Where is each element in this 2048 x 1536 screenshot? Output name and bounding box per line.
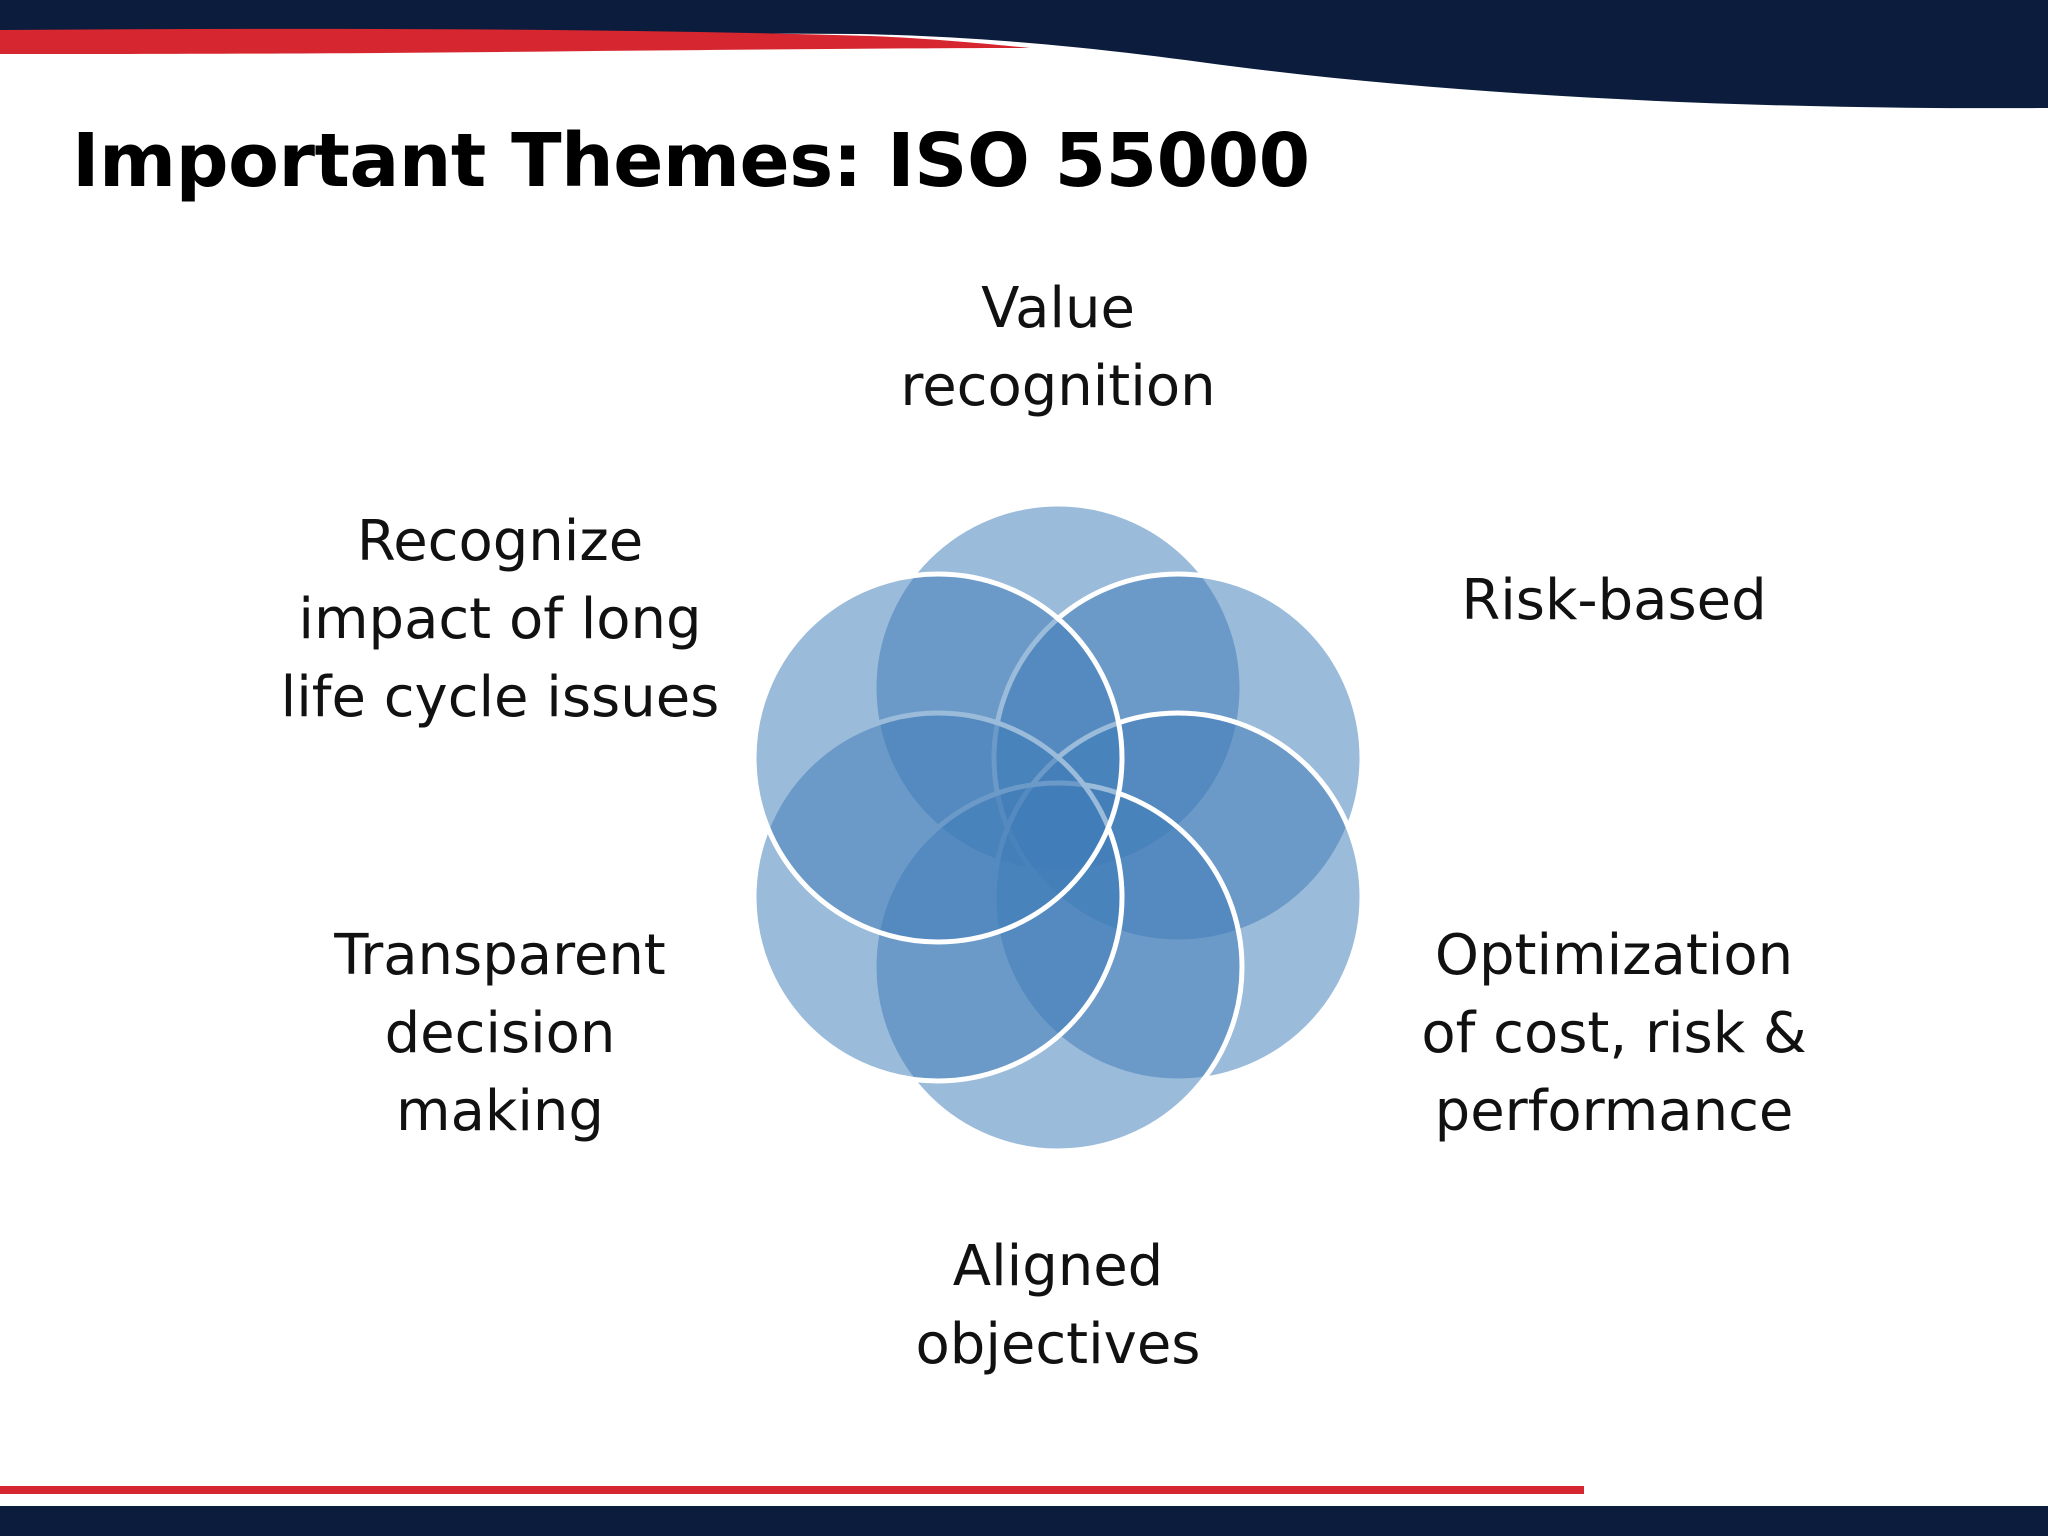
slide-title: Important Themes: ISO 55000 [72,118,1310,204]
theme-label-risk-based: Risk-based [1461,568,1767,633]
theme-label-transparent-decision-making: Transparent decision making [334,923,666,1144]
venn-circle-upper-left [751,571,1125,945]
theme-label-optimization: Optimization of cost, risk & performance [1421,923,1807,1144]
header-decoration [0,0,2048,109]
footer-navy-band [0,1506,2048,1536]
header-red-stripe [0,28,1030,54]
theme-label-life-cycle-issues: Recognize impact of long life cycle issu… [280,509,720,730]
theme-label-value-recognition: Value recognition [900,276,1216,419]
footer-red-stripe [0,1486,1584,1494]
header-navy-band [0,0,2048,109]
theme-label-aligned-objectives: Aligned objectives [915,1234,1201,1377]
footer-decoration [0,1486,2048,1536]
